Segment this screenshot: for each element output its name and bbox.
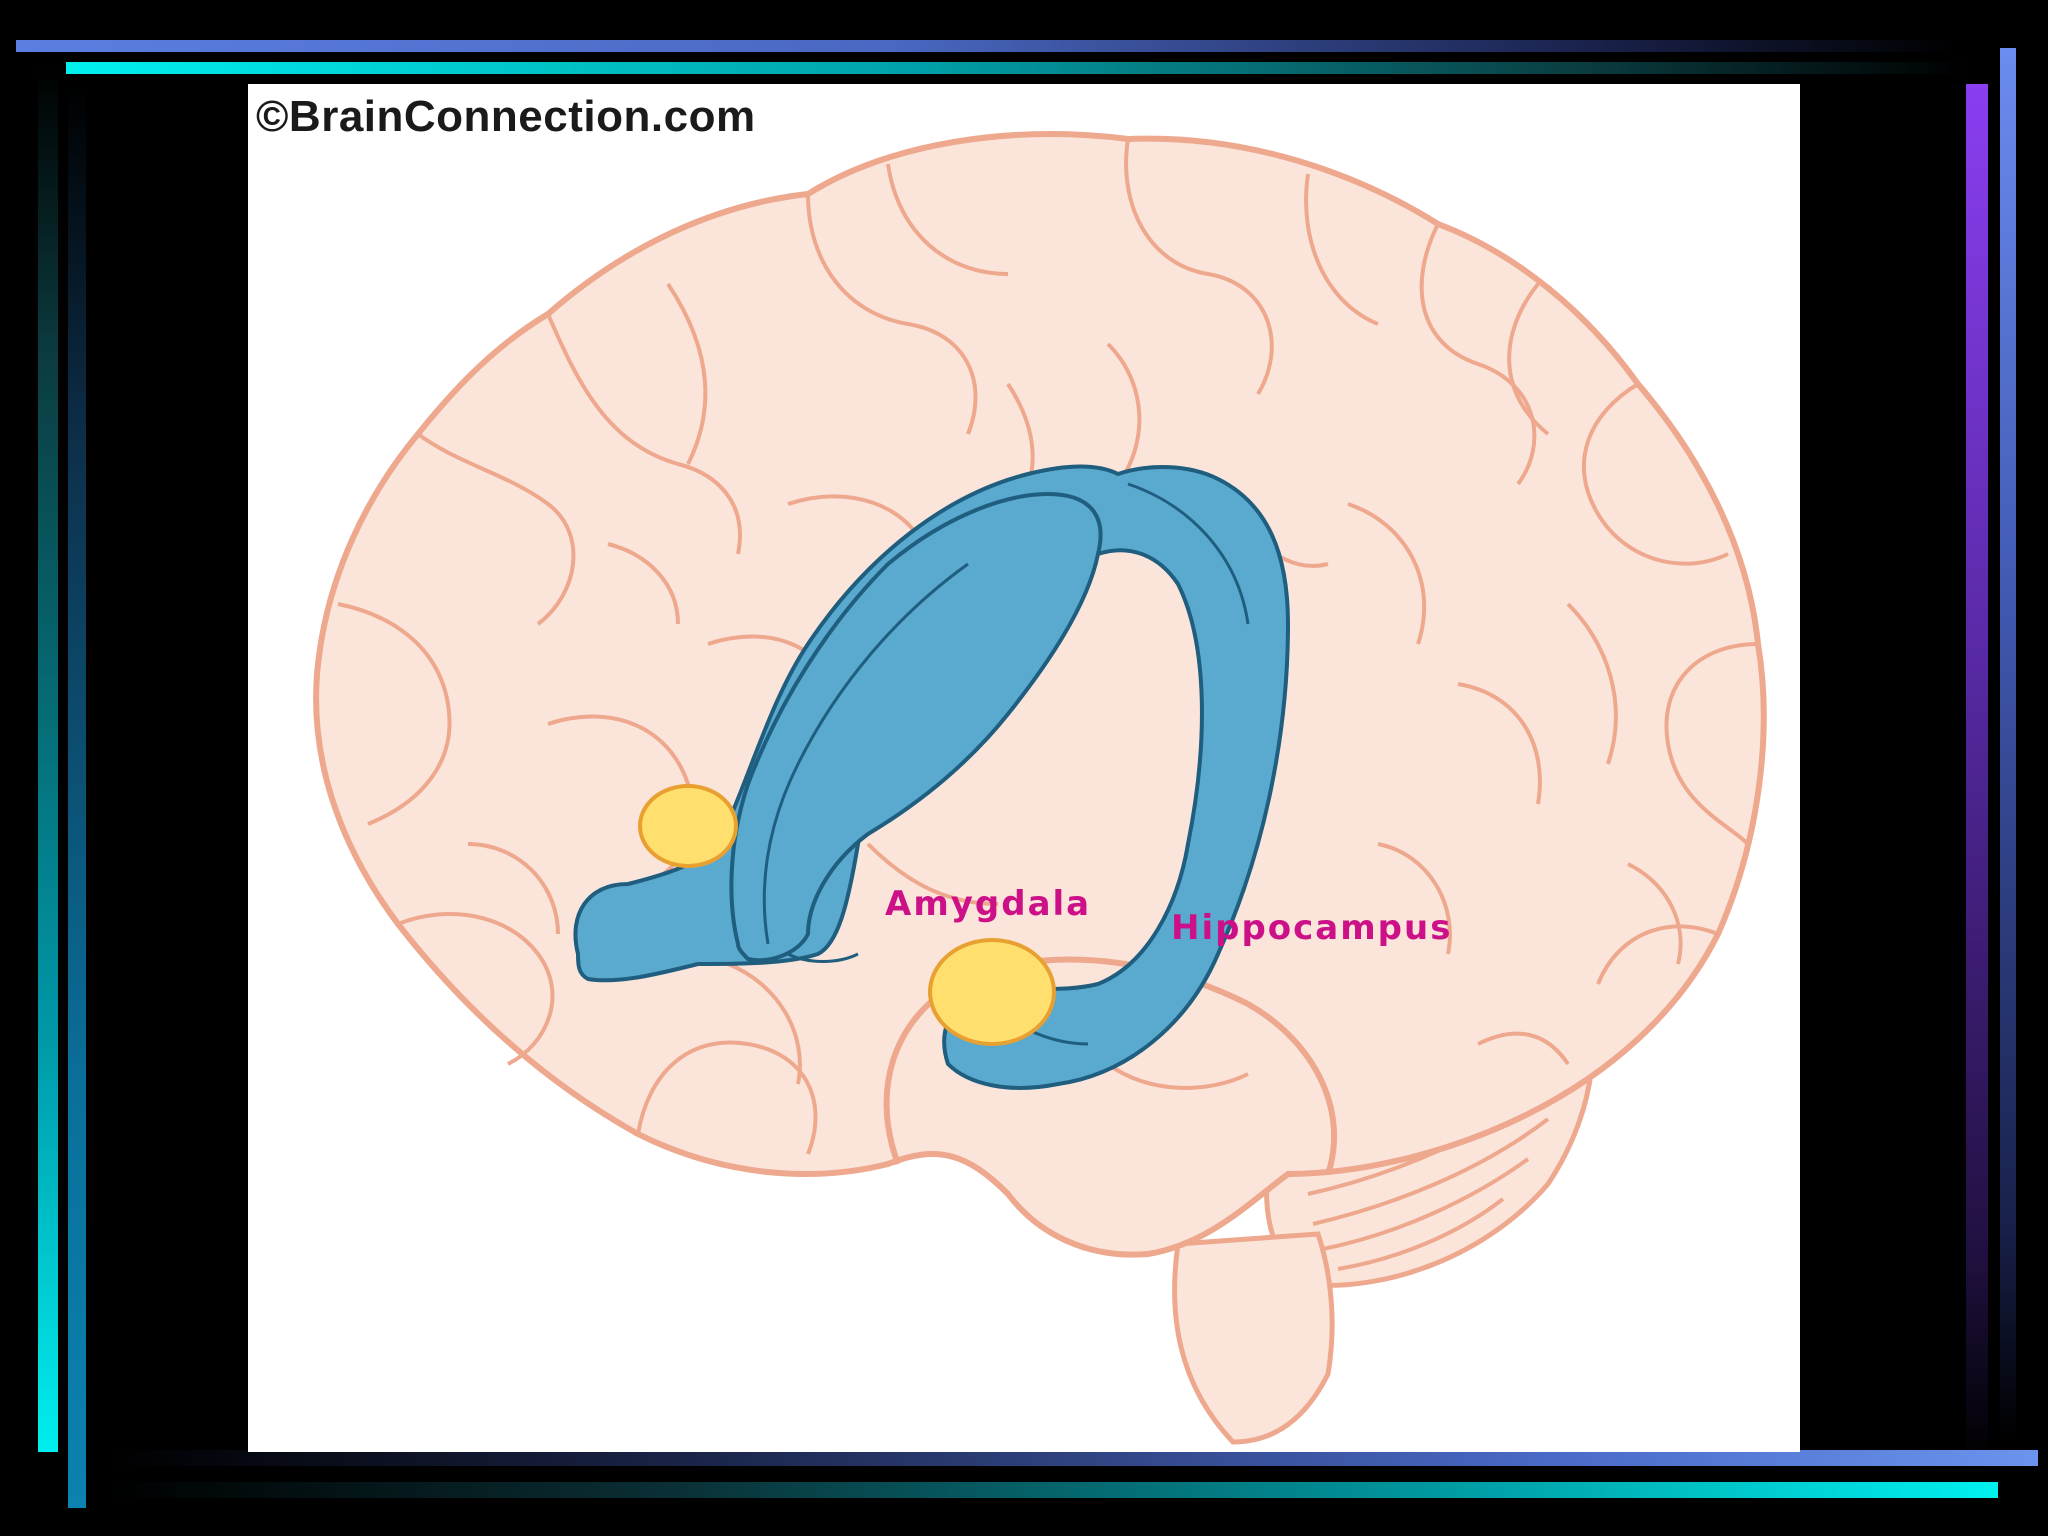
cerebrum	[313, 131, 1767, 1258]
fornix-inner-arch	[729, 491, 1103, 963]
frame-bar-bottom-cyan	[110, 1482, 1998, 1498]
temporal-lobe	[883, 956, 1338, 1175]
brainstem	[1172, 1231, 1335, 1445]
frame-bar-left-teal	[68, 84, 86, 1508]
nuclei	[638, 784, 1056, 1046]
anterior-nucleus	[638, 784, 738, 868]
frame-bar-top-blue	[16, 40, 1956, 52]
frame-bar-right-blue	[2000, 48, 2016, 1438]
frame-bar-top-cyan	[66, 62, 1966, 74]
frame-bar-bottom-blue	[110, 1450, 2038, 1466]
frame-bar-right-purple	[1966, 84, 1988, 1462]
diagram-panel: ©BrainConnection.com Amygdala Hippocampu…	[248, 84, 1800, 1452]
brain-diagram	[313, 131, 1767, 1445]
amygdala-nucleus	[928, 938, 1056, 1046]
copyright-credit: ©BrainConnection.com	[256, 92, 756, 141]
amygdala-label: Amygdala	[885, 884, 1092, 924]
brain	[313, 131, 1767, 1445]
fornix	[573, 464, 1291, 1090]
frame-bar-left-cyan	[38, 68, 58, 1452]
hippocampus-label: Hippocampus	[1171, 908, 1453, 948]
